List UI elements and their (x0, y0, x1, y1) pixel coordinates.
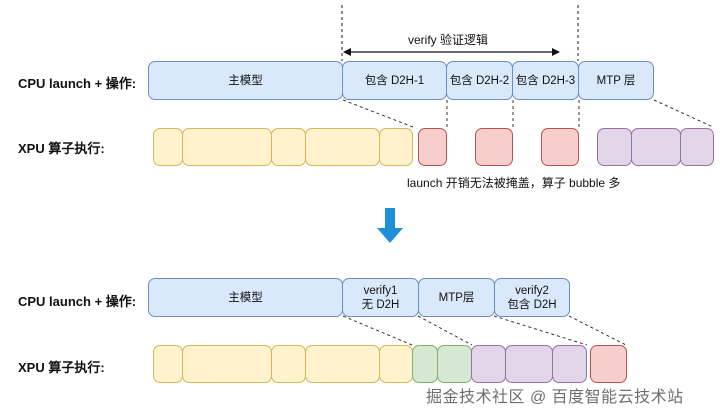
xpu-kernel-d2h (475, 128, 513, 166)
xpu-kernel-mtp (552, 345, 587, 383)
xpu-kernel-mtp (505, 345, 553, 383)
xpu-row-label-before: XPU 算子执行: (18, 141, 105, 156)
xpu-row-label-after: XPU 算子执行: (18, 360, 105, 375)
xpu-kernel (271, 345, 306, 383)
cpu-block-d2h-3: 包含 D2H-3 (512, 61, 579, 100)
xpu-kernel (379, 345, 413, 383)
cpu-block-d2h-2: 包含 D2H-2 (446, 61, 513, 100)
xpu-kernel-verify1 (412, 345, 438, 383)
cpu-block-mtp: MTP 层 (578, 61, 654, 100)
xpu-kernel (271, 128, 306, 166)
xpu-kernel (153, 128, 183, 166)
bubble-note: launch 开销无法被掩盖，算子 bubble 多 (407, 176, 621, 190)
cpu-row-label-after: CPU launch + 操作: (18, 294, 137, 309)
watermark: 掘金技术社区 @ 百度智能云技术站 (426, 389, 684, 406)
xpu-kernel-d2h (590, 345, 627, 383)
xpu-kernel-mtp (631, 128, 681, 166)
xpu-kernel-verify1 (437, 345, 472, 383)
xpu-kernel-mtp (471, 345, 506, 383)
xpu-kernel (379, 128, 413, 166)
xpu-kernel (153, 345, 183, 383)
verify-span-label: verify 验证逻辑 (408, 33, 489, 47)
cpu-block-d2h-1: 包含 D2H-1 (342, 61, 447, 100)
arrow-down-icon (377, 208, 403, 243)
xpu-kernel (305, 345, 380, 383)
xpu-kernel (305, 128, 380, 166)
xpu-kernel-mtp (680, 128, 714, 166)
cpu-block-mtp-after: MTP层 (418, 278, 495, 317)
cpu-block-main-model-after: 主模型 (148, 278, 343, 317)
cpu-row-label-before: CPU launch + 操作: (18, 76, 137, 91)
cpu-block-main-model: 主模型 (148, 61, 343, 100)
xpu-kernel-d2h (418, 128, 447, 166)
xpu-kernel (182, 128, 272, 166)
xpu-kernel-d2h (541, 128, 579, 166)
xpu-kernel (182, 345, 272, 383)
